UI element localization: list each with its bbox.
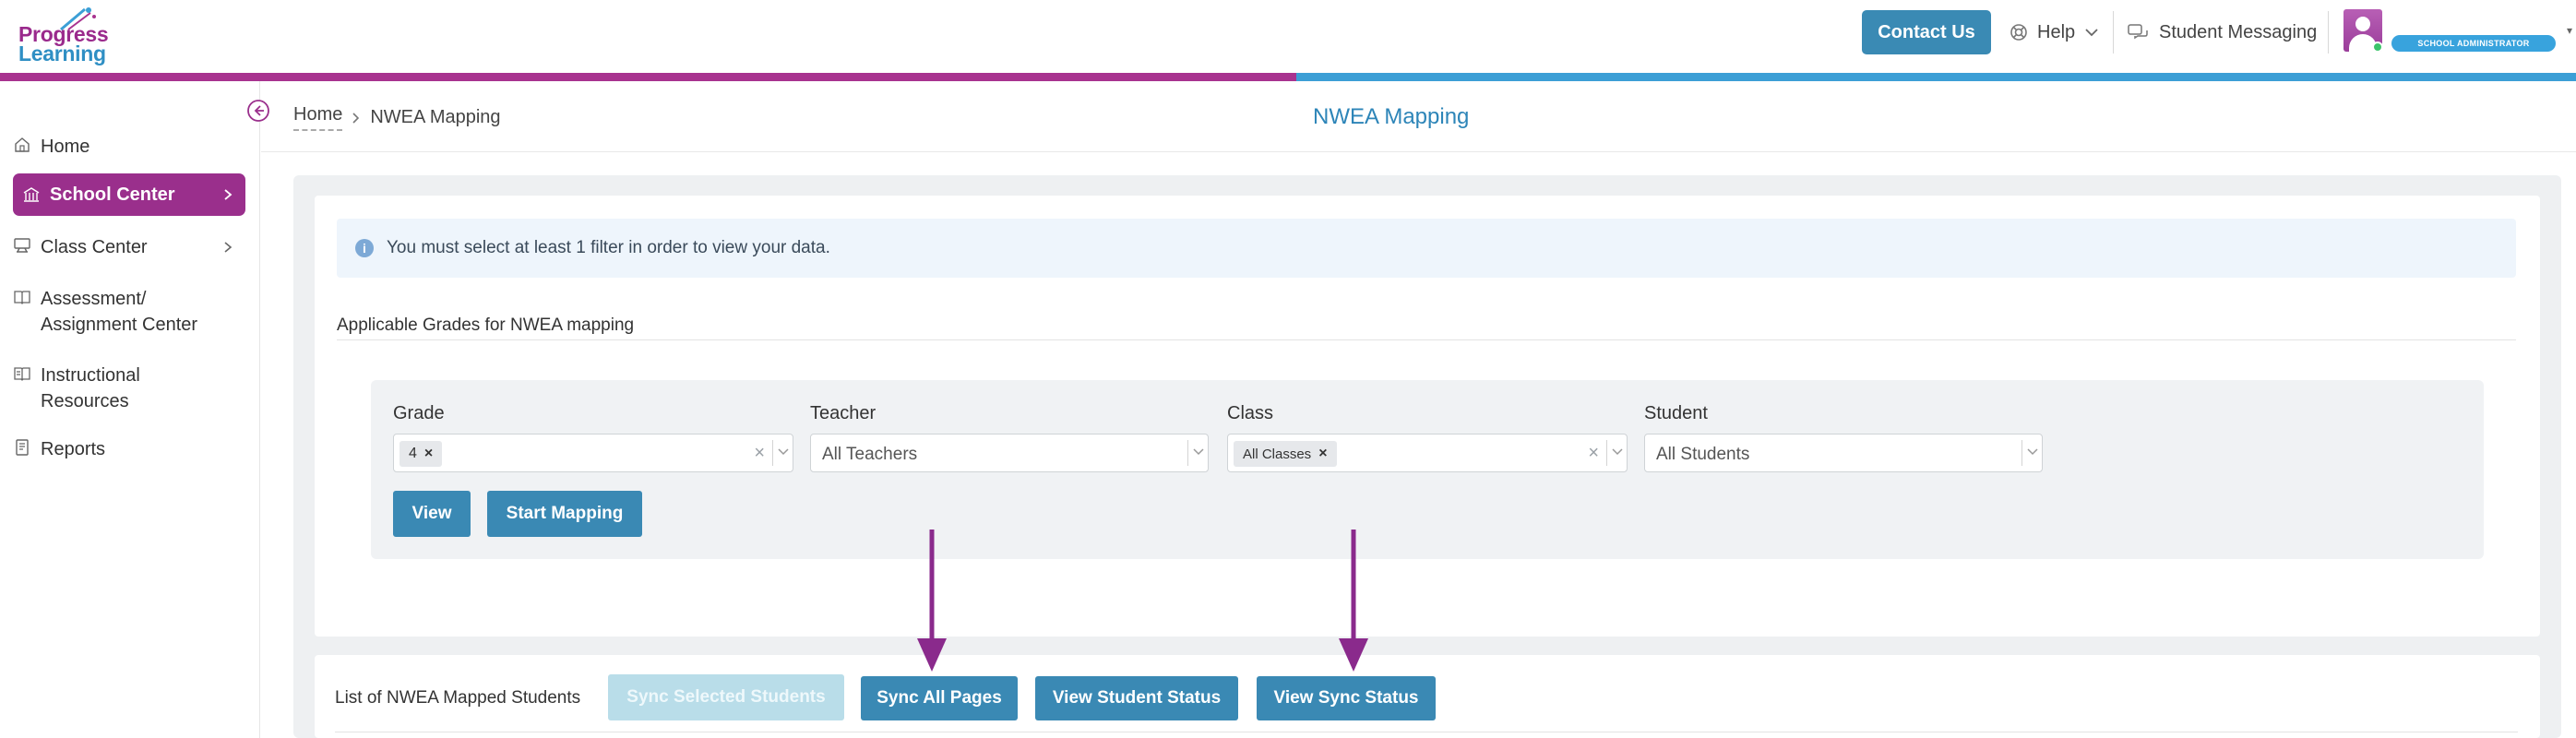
avatar-body [2349,34,2377,52]
top-header: Progress Learning Contact Us Help Studen… [0,0,2576,73]
remove-chip-icon[interactable]: × [1318,446,1328,461]
dropdown-arrow[interactable] [772,440,793,466]
resources-icon [14,367,30,381]
report-icon [16,439,29,456]
class-chip[interactable]: All Classes × [1234,441,1337,467]
sidebar-item-label: Assessment/ Assignment Center [41,286,197,338]
annotation-arrow-down-icon [917,530,947,672]
class-chip-value: All Classes [1243,446,1312,462]
sidebar-item-home[interactable]: Home [13,134,245,160]
chat-bubbles-icon [2128,24,2148,40]
help-lifebuoy-icon [2010,24,2027,41]
clear-icon[interactable]: × [1588,443,1599,463]
sidebar-item-school-center[interactable]: School Center [13,173,245,216]
home-icon [15,137,30,152]
progress-learning-logo[interactable] [17,6,118,66]
sidebar-item-label: School Center [50,184,175,205]
sidebar-item-instructional-resources[interactable]: Instructional Resources [13,363,245,414]
class-icon [14,238,30,253]
chevron-right-icon [224,242,233,253]
view-student-status-button[interactable]: View Student Status [1035,676,1238,720]
applicable-grades-label: Applicable Grades for NWEA mapping [337,315,635,335]
sidebar-item-label-line1: Assessment/ [41,289,147,309]
chevron-down-icon [1193,448,1204,456]
sidebar-item-class-center[interactable]: Class Center [13,234,245,260]
grade-label: Grade [393,403,445,423]
view-button[interactable]: View [393,491,471,537]
breadcrumb-current: NWEA Mapping [370,107,501,127]
class-select[interactable]: All Classes × × [1227,434,1628,472]
info-icon: i [355,239,374,257]
sidebar-item-assessment-center[interactable]: Assessment/ Assignment Center [13,286,245,338]
dropdown-arrow[interactable] [1606,440,1627,466]
chevron-down-icon [1612,448,1623,456]
online-status-dot [2372,42,2383,53]
help-label: Help [2037,21,2076,42]
grade-select[interactable]: 4 × × [393,434,793,472]
student-select-value: All Students [1656,445,1750,464]
logo-sparkle-icon [60,7,96,31]
header-divider-line [261,151,2576,152]
help-menu[interactable]: Help [2010,18,2099,46]
messaging-label: Student Messaging [2159,21,2318,42]
sidebar-item-label: Reports [41,439,106,459]
sidebar-item-label: Class Center [41,237,148,257]
alert-text: You must select at least 1 filter in ord… [387,238,830,257]
dropdown-arrow[interactable] [2021,440,2042,466]
clear-icon[interactable]: × [754,443,765,463]
annotation-arrow-down-icon [1339,530,1368,672]
sidebar-item-label-line1: Instructional [41,365,140,386]
brand-bar-blue [1296,73,2576,81]
sync-all-pages-button[interactable]: Sync All Pages [861,676,1018,720]
chevron-down-icon [778,448,789,456]
grade-chip-value: 4 [409,446,417,461]
view-sync-status-button[interactable]: View Sync Status [1257,676,1436,720]
class-label: Class [1227,403,1274,423]
sidebar-item-label-line2: Resources [41,391,129,411]
sidebar-item-label: Instructional Resources [41,363,140,414]
role-badge[interactable]: SCHOOL ADMINISTRATOR [2391,35,2556,52]
start-mapping-button[interactable]: Start Mapping [487,491,642,537]
header-divider [2328,11,2329,54]
brand-bar-magenta [0,73,1296,81]
avatar-head [2355,17,2370,31]
grade-chip[interactable]: 4 × [400,441,443,467]
user-menu-caret-icon[interactable]: ▾ [2567,24,2573,37]
school-icon [23,187,40,202]
sync-selected-students-button[interactable]: Sync Selected Students [608,674,844,720]
breadcrumb-home-link[interactable]: Home [293,104,343,131]
book-icon [14,291,30,304]
info-alert: i You must select at least 1 filter in o… [337,219,2516,278]
sidebar-item-label-line2: Assignment Center [41,315,198,335]
page-title: NWEA Mapping [1313,104,1470,129]
mapped-students-label: List of NWEA Mapped Students [335,688,581,708]
teacher-select-value: All Teachers [822,445,918,464]
sidebar-item-label: Home [41,137,90,157]
header-divider [2113,11,2114,54]
brand-color-bar [0,73,2576,81]
teacher-label: Teacher [810,403,877,423]
teacher-select[interactable]: All Teachers [810,434,1209,472]
logo-text-progress: Progress [18,22,109,46]
student-messaging-link[interactable]: Student Messaging [2128,18,2317,46]
chevron-right-icon [224,189,233,200]
chevron-right-icon [352,112,360,124]
sidebar-item-reports[interactable]: Reports [13,436,245,462]
dropdown-arrow[interactable] [1187,440,1208,466]
contact-us-button[interactable]: Contact Us [1862,10,1991,54]
chevron-down-icon [2085,29,2098,37]
section-divider [337,339,2516,340]
student-select[interactable]: All Students [1644,434,2043,472]
breadcrumb: Home NWEA Mapping [293,104,501,131]
student-label: Student [1644,403,1708,423]
logo-text-learning: Learning [18,42,106,65]
sidebar-collapse-icon[interactable] [246,99,270,123]
remove-chip-icon[interactable]: × [423,446,434,461]
chevron-down-icon [2027,448,2038,456]
